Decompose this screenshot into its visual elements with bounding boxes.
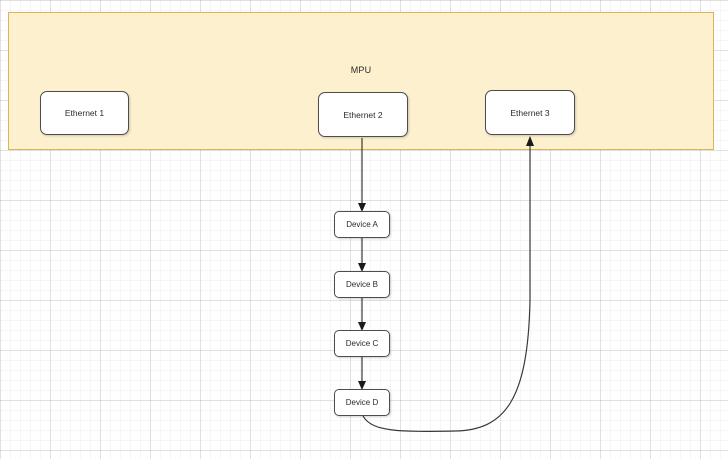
node-device-c-label: Device C <box>345 339 379 348</box>
node-device-b[interactable]: Device B <box>334 271 390 298</box>
mpu-group-label: MPU <box>350 65 372 75</box>
node-device-d-label: Device D <box>345 398 379 407</box>
node-ethernet-1[interactable]: Ethernet 1 <box>40 91 129 135</box>
edge-device-c-device-d <box>358 357 366 390</box>
node-ethernet-3[interactable]: Ethernet 3 <box>485 90 575 135</box>
node-ethernet-1-label: Ethernet 1 <box>64 108 105 118</box>
node-ethernet-2-label: Ethernet 2 <box>343 109 383 120</box>
node-device-c[interactable]: Device C <box>334 330 390 357</box>
node-device-a[interactable]: Device A <box>334 211 390 238</box>
edge-device-b-device-c <box>358 298 366 331</box>
edge-device-a-device-b <box>358 238 366 272</box>
node-ethernet-2[interactable]: Ethernet 2 <box>318 92 408 137</box>
node-device-d[interactable]: Device D <box>334 389 390 416</box>
node-device-a-label: Device A <box>346 220 378 229</box>
node-device-b-label: Device B <box>345 280 378 289</box>
node-ethernet-3-label: Ethernet 3 <box>510 107 550 118</box>
